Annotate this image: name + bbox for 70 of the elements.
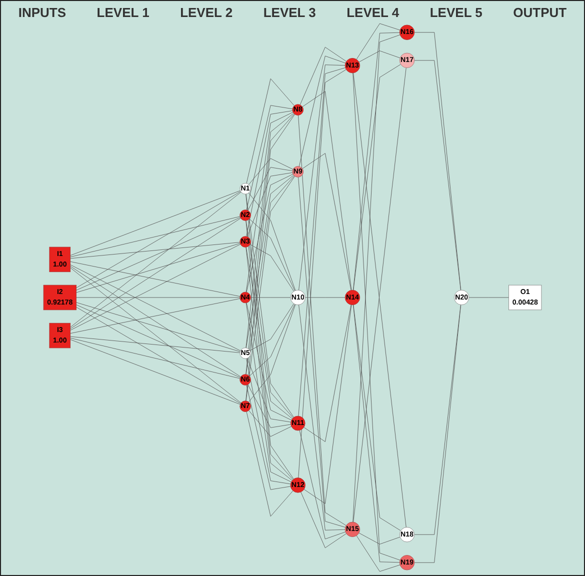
connector (70, 266, 241, 378)
connector (76, 243, 240, 293)
connector (298, 176, 346, 528)
column-heading: LEVEL 5 (430, 5, 482, 20)
connector (298, 114, 346, 526)
column-heading: LEVEL 3 (263, 5, 316, 20)
connector (248, 167, 293, 211)
connector (298, 69, 346, 478)
connector (246, 411, 294, 517)
column-heading: LEVEL 2 (180, 5, 233, 20)
connector (356, 23, 400, 60)
connector (70, 261, 240, 297)
connector (246, 110, 293, 237)
connector (246, 174, 294, 292)
connector (70, 192, 242, 328)
connector (249, 218, 296, 292)
connector (300, 492, 347, 548)
connector (249, 304, 296, 376)
connector (76, 306, 241, 404)
connector (76, 302, 240, 352)
connector (246, 302, 292, 420)
connector (70, 268, 242, 404)
connector (247, 358, 292, 422)
connector (302, 153, 352, 290)
connector (246, 174, 294, 348)
connector (358, 532, 400, 544)
connector (248, 304, 296, 402)
connector (250, 244, 294, 292)
connector (304, 304, 352, 442)
connector (76, 217, 241, 290)
connector (70, 336, 240, 353)
connector (70, 216, 240, 258)
connector (246, 78, 295, 184)
connector (468, 297, 509, 298)
connector (298, 56, 346, 167)
connector (70, 339, 240, 405)
connector (70, 244, 241, 330)
connector (246, 358, 291, 484)
connector (302, 91, 352, 290)
column-heading: OUTPUT (513, 5, 567, 20)
connector (246, 112, 294, 292)
connector (250, 297, 291, 298)
connector (76, 304, 241, 378)
connector (356, 535, 400, 572)
connector (70, 338, 240, 379)
column-heading: LEVEL 1 (96, 5, 150, 20)
connector (248, 384, 292, 428)
connector (248, 192, 296, 291)
connector (299, 430, 346, 540)
connector (305, 297, 346, 298)
connector (70, 218, 241, 329)
connector (298, 67, 346, 416)
connector (247, 172, 293, 237)
connector (300, 46, 347, 106)
column-heading: LEVEL 4 (346, 5, 400, 20)
connector (246, 384, 291, 490)
connector (298, 304, 346, 530)
connector (304, 304, 352, 504)
connector (70, 298, 240, 334)
connector (246, 302, 292, 482)
connector (70, 264, 241, 352)
connector (246, 105, 293, 210)
column-heading: INPUTS (18, 5, 66, 20)
connector (70, 190, 240, 256)
connector (76, 297, 240, 298)
connector (250, 303, 294, 351)
connector (76, 191, 241, 288)
connector (298, 64, 346, 290)
connector (358, 50, 400, 62)
connector (70, 242, 240, 259)
